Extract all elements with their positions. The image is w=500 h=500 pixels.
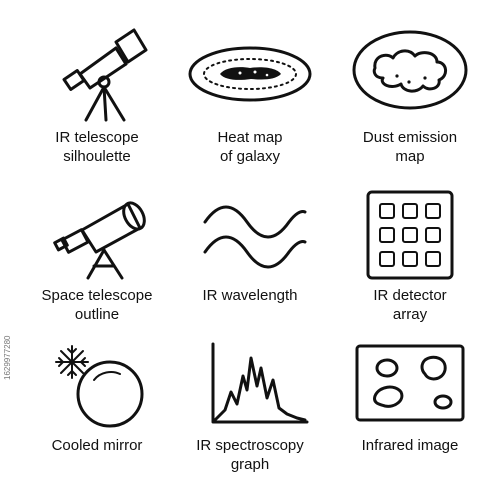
icon-label: Infrared image [361, 437, 459, 454]
icon-tile-cooled-mirror: Cooled mirror [22, 340, 172, 455]
icon-label: Dust emission map [362, 129, 458, 165]
icon-tile-infrared-image: Infrared image [335, 340, 485, 455]
ir-telescope-silhouette-icon [42, 22, 152, 122]
icon-tile-space-telescope: Space telescope outline [22, 190, 172, 324]
icon-label: Cooled mirror [51, 437, 143, 454]
icon-label: Heat map of galaxy [217, 129, 283, 165]
ir-spectroscopy-graph-icon [185, 340, 315, 430]
icon-label: IR spectroscopy graph [196, 437, 304, 473]
icon-label: Space telescope outline [41, 287, 153, 323]
icon-tile-ir-wavelength: IR wavelength [175, 190, 325, 305]
stock-id-watermark: 1629977280 [3, 335, 12, 381]
icon-label: IR detector array [373, 287, 447, 323]
icon-tile-ir-telescope: IR telescope silhoulette [22, 22, 172, 166]
dust-emission-map-icon [345, 22, 475, 122]
icon-tile-dust-emission: Dust emission map [335, 22, 485, 166]
icon-tile-ir-detector-array: IR detector array [335, 190, 485, 324]
icon-label: IR telescope silhoulette [55, 129, 139, 165]
snowflake-icon [56, 346, 88, 378]
ir-detector-array-icon [360, 190, 460, 280]
space-telescope-outline-icon [42, 190, 152, 280]
galaxy-heat-map-icon [185, 22, 315, 122]
icon-tile-galaxy-heat-map: Heat map of galaxy [175, 22, 325, 166]
ir-wavelength-icon [185, 190, 315, 280]
infrared-image-icon [345, 340, 475, 430]
icon-label: IR wavelength [202, 287, 298, 304]
icon-tile-ir-spectroscopy: IR spectroscopy graph [175, 340, 325, 474]
cooled-mirror-icon [42, 340, 152, 430]
